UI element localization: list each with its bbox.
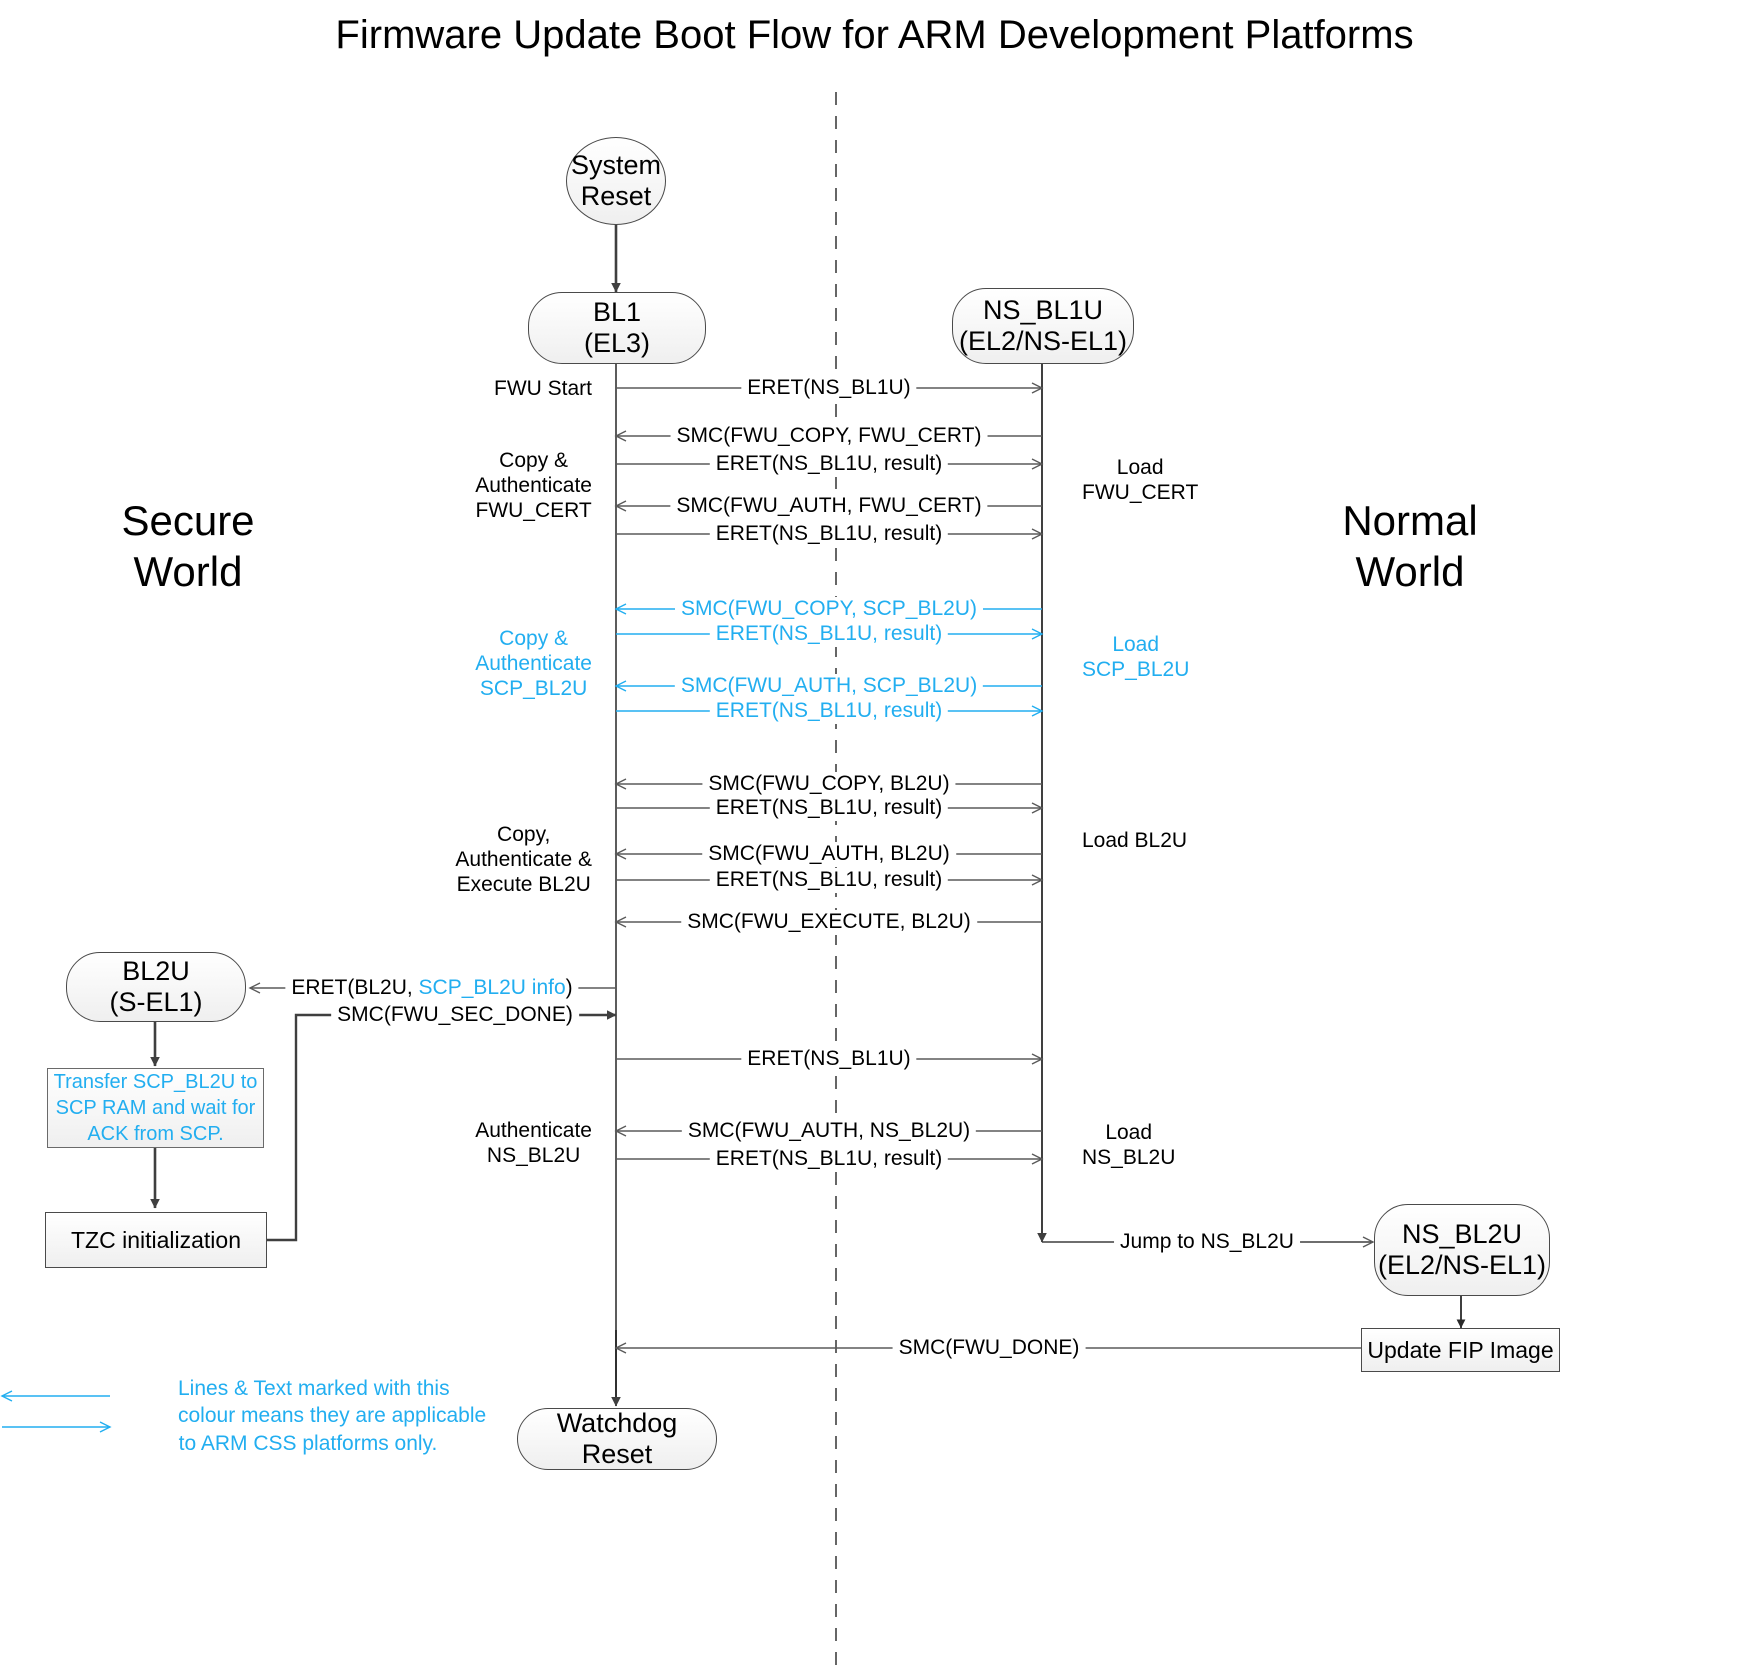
message-label: SMC(FWU_AUTH, SCP_BL2U) — [674, 674, 984, 699]
node-tzc-initialization-label: TZC initialization — [71, 1226, 241, 1253]
message-label: ERET(NS_BL1U, result) — [709, 522, 949, 547]
message-label: SMC(FWU_AUTH, NS_BL2U) — [681, 1119, 977, 1144]
node-ns-bl2u-label: NS_BL2U(EL2/NS-EL1) — [1377, 1218, 1547, 1280]
message-label: Jump to NS_BL2U — [1114, 1230, 1300, 1255]
message-label: SMC(FWU_AUTH, BL2U) — [702, 842, 956, 867]
message-label: ERET(NS_BL1U, result) — [709, 699, 949, 724]
node-tzc-initialization[interactable]: TZC initialization — [45, 1212, 267, 1268]
node-ns-bl2u[interactable]: NS_BL2U(EL2/NS-EL1) — [1374, 1204, 1550, 1296]
right-label-load-bl2u: Load BL2U — [1082, 829, 1188, 852]
eret-bl2u-prefix: ERET(BL2U, — [291, 976, 419, 999]
eret-bl2u-accent: SCP_BL2U info — [418, 976, 566, 999]
message-label: ERET(NS_BL1U) — [741, 376, 917, 401]
message-label: ERET(NS_BL1U, result) — [709, 1147, 949, 1172]
node-bl1-label: BL1(EL3) — [583, 296, 651, 358]
message-label: SMC(FWU_COPY, SCP_BL2U) — [674, 597, 984, 622]
node-bl2u[interactable]: BL2U(S-EL1) — [66, 952, 246, 1022]
node-bl2u-label: BL2U(S-EL1) — [109, 955, 203, 1017]
message-label: ERET(NS_BL1U, result) — [709, 452, 949, 477]
node-watchdog-reset[interactable]: Watchdog Reset — [517, 1408, 717, 1470]
message-label: ERET(NS_BL1U, result) — [709, 622, 949, 647]
left-label-fwu-start: FWU Start — [494, 377, 592, 400]
node-update-fip-image[interactable]: Update FIP Image — [1361, 1328, 1560, 1372]
message-label: SMC(FWU_COPY, FWU_CERT) — [670, 424, 988, 449]
eret-bl2u-suffix: ) — [565, 976, 573, 999]
left-label-copy-auth-exec-bl2u: Copy,Authenticate &Execute BL2U — [455, 823, 592, 896]
node-ns-bl1u[interactable]: NS_BL1U(EL2/NS-EL1) — [952, 288, 1134, 364]
page-title: Firmware Update Boot Flow for ARM Develo… — [335, 13, 1414, 57]
message-label: SMC(FWU_COPY, BL2U) — [702, 772, 956, 797]
message-label: SMC(FWU_EXECUTE, BL2U) — [681, 910, 977, 935]
message-label: ERET(NS_BL1U, result) — [709, 868, 949, 893]
message-label: SMC(FWU_AUTH, FWU_CERT) — [670, 494, 988, 519]
node-update-fip-image-label: Update FIP Image — [1367, 1336, 1554, 1363]
message-label: SMC(FWU_SEC_DONE) — [331, 1003, 579, 1028]
node-bl1[interactable]: BL1(EL3) — [528, 292, 706, 364]
message-label: SMC(FWU_DONE) — [892, 1336, 1086, 1361]
message-label: ERET(NS_BL1U) — [741, 1047, 917, 1072]
message-label-eret-bl2u: ERET(BL2U, SCP_BL2U info) — [285, 976, 579, 1001]
node-ns-bl1u-label: NS_BL1U(EL2/NS-EL1) — [958, 294, 1128, 356]
node-watchdog-reset-label: Watchdog Reset — [556, 1407, 678, 1469]
message-label: ERET(NS_BL1U, result) — [709, 796, 949, 821]
